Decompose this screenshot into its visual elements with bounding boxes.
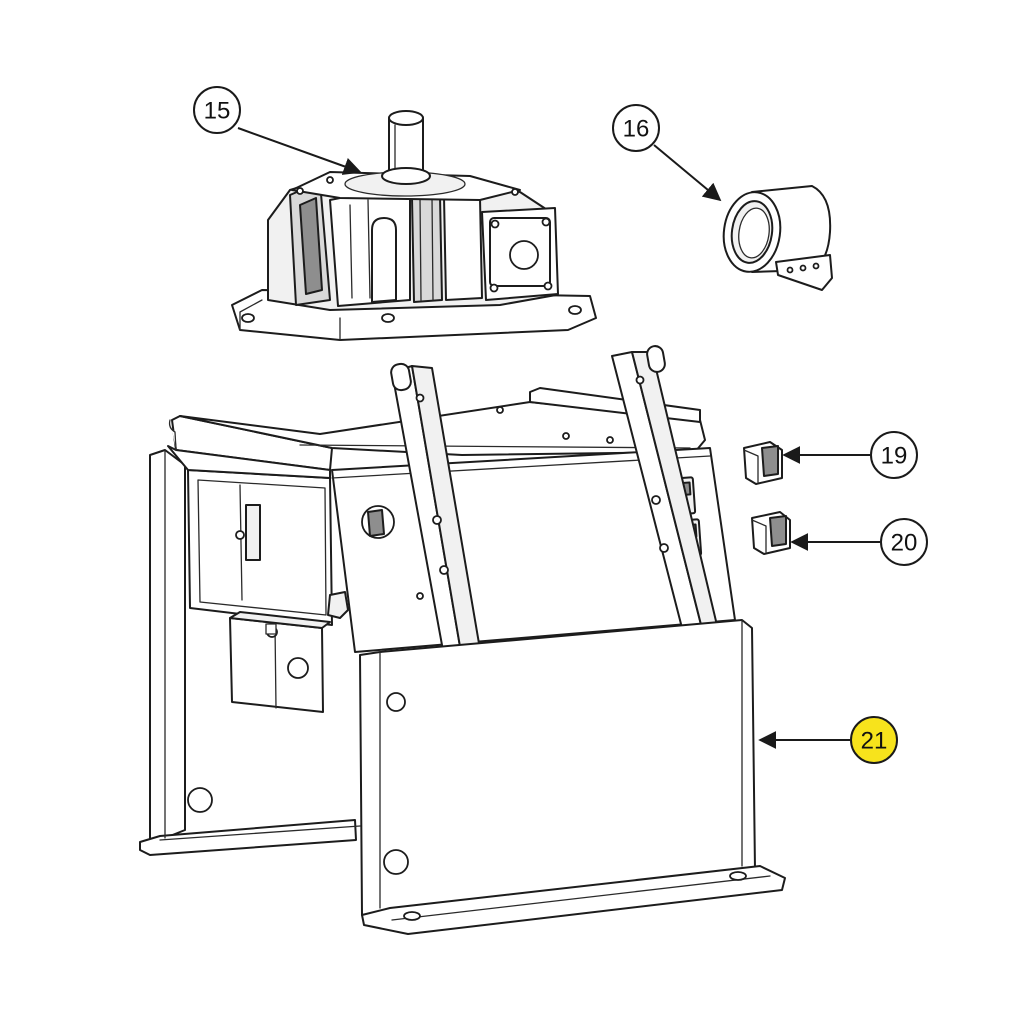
callout-circle-highlighted: [850, 716, 898, 764]
leader-line-15: [237, 127, 362, 175]
callout-number-19: 19: [881, 443, 908, 470]
callout-15: 15: [193, 86, 241, 134]
callout-circle: [193, 86, 241, 134]
callout-circle: [870, 431, 918, 479]
callout-number-20: 20: [891, 530, 918, 557]
callout-20: 20: [880, 518, 928, 566]
callout-circle: [880, 518, 928, 566]
callout-19: 19: [870, 431, 918, 479]
connector-19-part: [743, 441, 783, 485]
connector-20-part: [751, 511, 791, 555]
callout-16: 16: [612, 104, 660, 152]
leader-line-16: [653, 144, 722, 202]
callout-number-16: 16: [623, 116, 650, 143]
callout-circle: [612, 104, 660, 152]
gear-reducer-part: [231, 110, 597, 341]
bearing-sleeve-part: [722, 185, 833, 291]
callout-number-15: 15: [204, 98, 231, 125]
callout-21: 21: [850, 716, 898, 764]
callout-number-21: 21: [861, 728, 888, 755]
frame-assembly-part: [139, 345, 786, 935]
